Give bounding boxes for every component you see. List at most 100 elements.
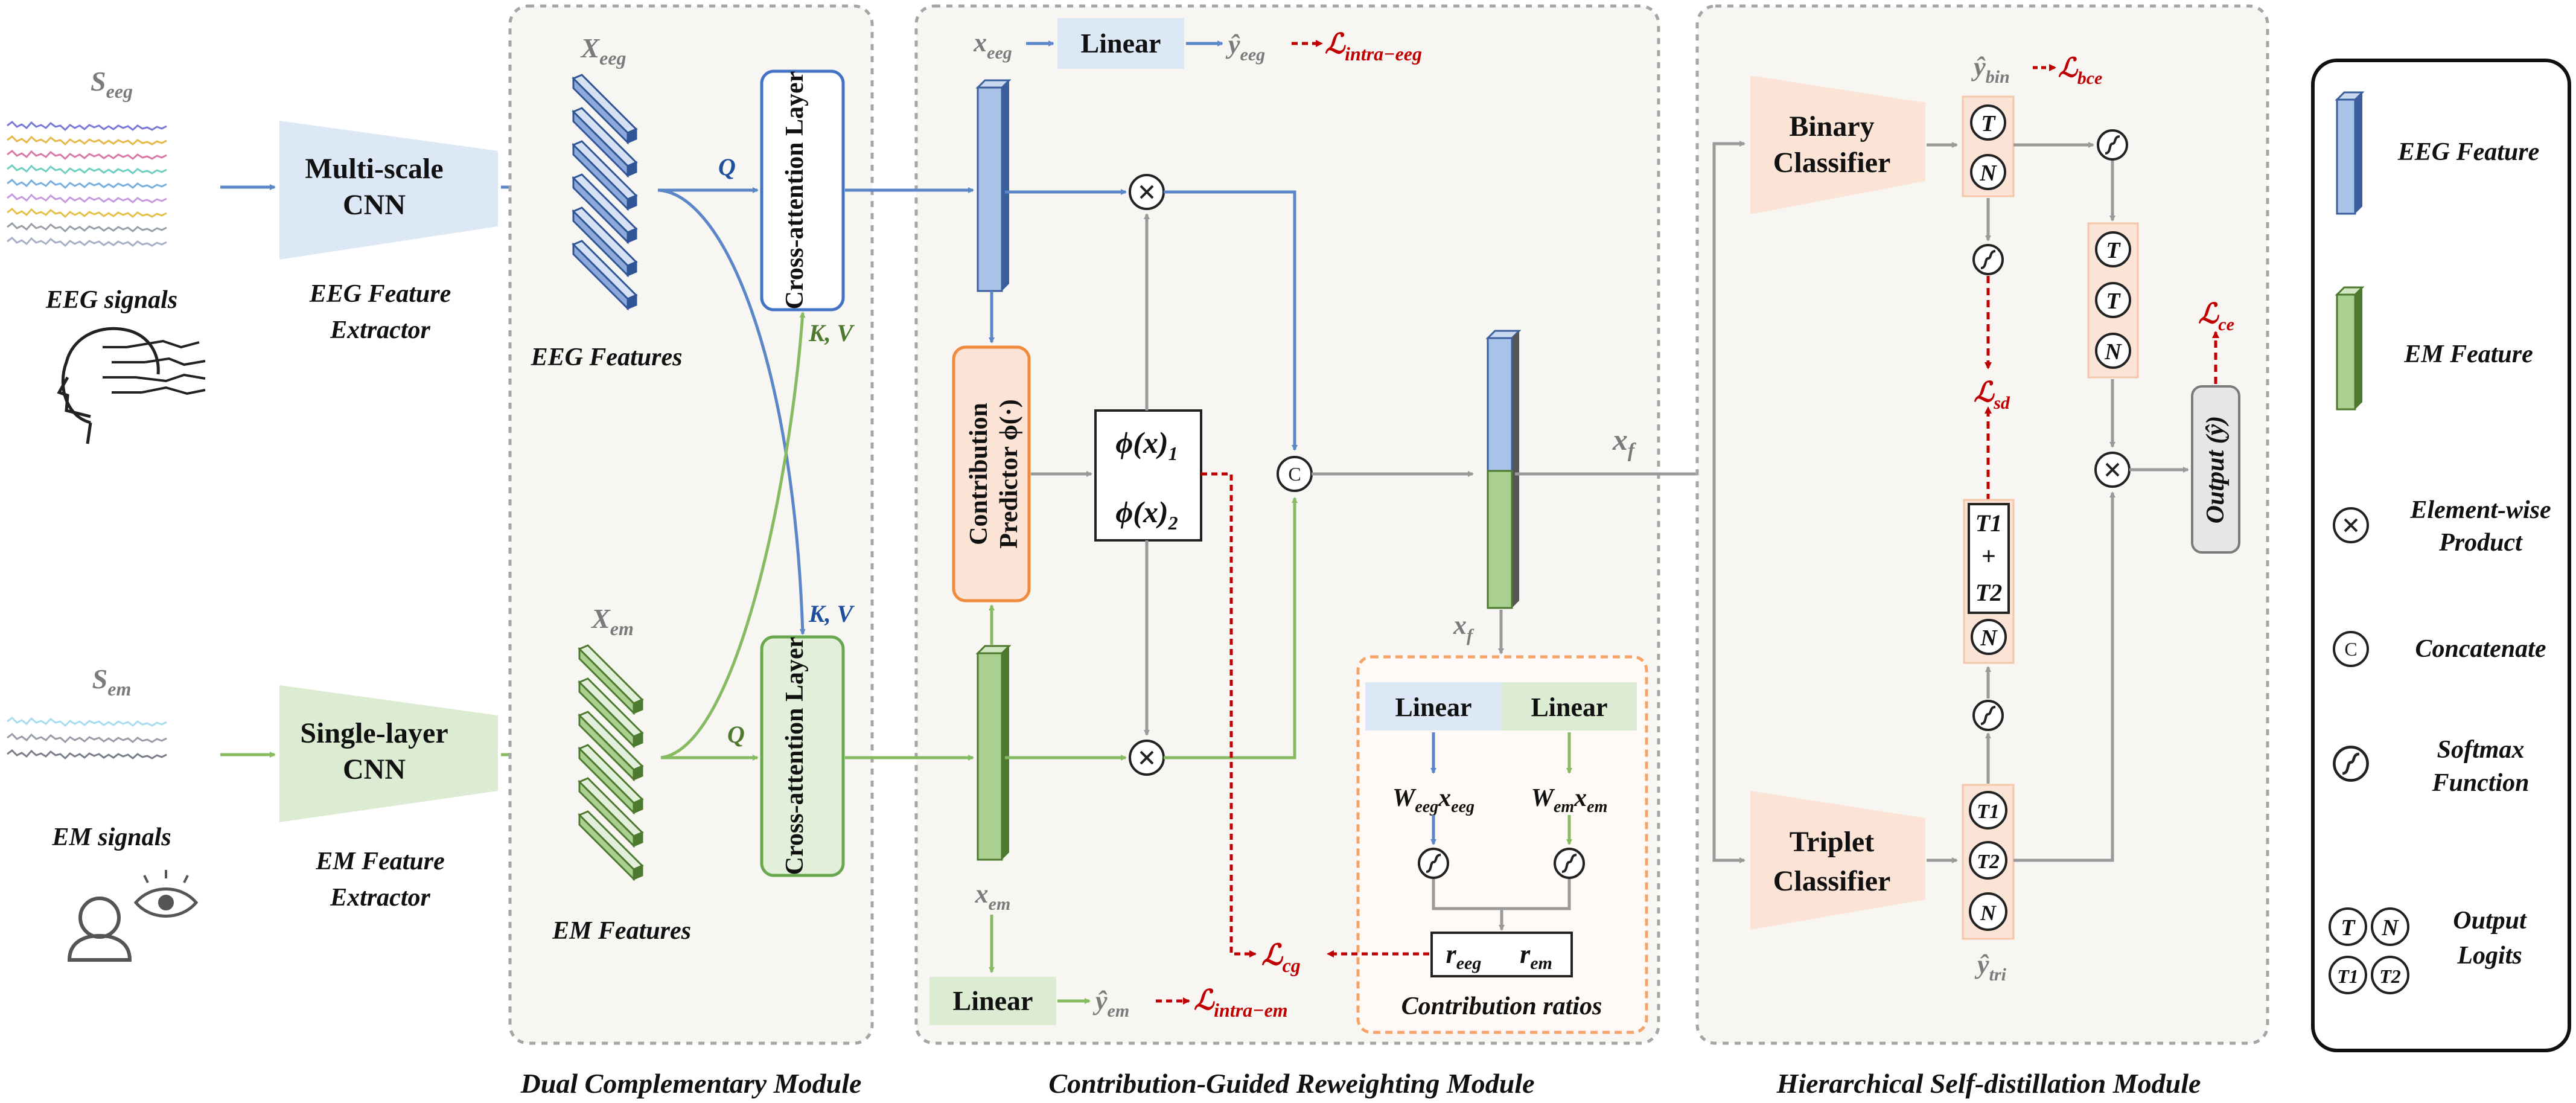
binary-classifier-line2: Classifier [1773, 147, 1891, 179]
legend-logit-t2: T2 [2379, 965, 2401, 987]
binary-classifier: Binary Classifier [1750, 75, 1925, 214]
legend-em-feature-icon [2335, 286, 2365, 411]
em-extractor-caption-2: Extractor [330, 884, 430, 912]
x-em-lower: x [975, 879, 989, 909]
phi2-sub: 2 [1168, 512, 1178, 534]
loss-bce: ℒ [2058, 53, 2079, 83]
eeg-product-to-concat [1164, 190, 1298, 451]
binary-softmax-icon [1972, 244, 2004, 275]
merged-logit-n [1971, 619, 2007, 655]
contribution-guided-reweighting-module: Contribution-Guided Reweighting Module x… [845, 4, 1660, 1099]
w-em: W [1531, 784, 1555, 812]
legend-logit-t: T [2341, 915, 2356, 941]
w-em-sub: em [1554, 798, 1574, 816]
eeg-extractor-caption-2: Extractor [330, 316, 430, 344]
x-eeg-symbol: X [579, 33, 600, 63]
legend-softmax-icon [2334, 747, 2367, 780]
svg-text:ℒbce: ℒbce [2058, 53, 2102, 88]
r-eeg-sub: eeg [1456, 953, 1482, 973]
em-signals-label: EM signals [51, 823, 171, 851]
expanded-logit-n [2095, 333, 2131, 369]
svg-text:Seeg: Seeg [91, 66, 133, 102]
expanded-logit-t2 [2095, 282, 2131, 318]
output-box [2191, 385, 2240, 554]
contribution-ratios-caption: Contribution ratios [1401, 993, 1602, 1020]
triplet-logit-t2-label: T2 [1977, 851, 2000, 873]
triplet-logit-n-label: N [1980, 901, 1997, 925]
eye-person-icon [67, 870, 199, 962]
triplet-logit-t2 [1969, 841, 2007, 880]
merged-logit-n-label: N [1980, 625, 1998, 651]
phi1: ϕ(x) [1115, 426, 1168, 459]
xf-lower-sub: f [1467, 625, 1475, 645]
svg-text:xeeg: xeeg [973, 28, 1012, 63]
output-label: Output (ŷ) [2202, 416, 2230, 524]
em-symbol: S [92, 663, 108, 694]
loss-sd: ℒ [1974, 377, 1995, 408]
legend-em-feature-label: EM Feature [2403, 340, 2533, 368]
merged-t2-label: T2 [1975, 579, 2002, 606]
triplet-classifier: Triplet Classifier [1750, 791, 1925, 930]
binary-logit-t-label: T [1981, 111, 1996, 136]
svg-text:xf: xf [1612, 423, 1637, 462]
em-softmax-icon [1554, 848, 1585, 879]
legend-product-icon [2333, 507, 2369, 543]
em-extractor-line2: CNN [343, 753, 406, 785]
loss-intra-eeg: ℒ [1325, 28, 1346, 59]
legend-concat-label: Concatenate [2415, 635, 2546, 663]
svg-text:ℒintra−em: ℒintra−em [1194, 985, 1288, 1021]
x-em-symbol: X [590, 603, 611, 634]
x-eeg-lower: x [973, 28, 987, 57]
triplet-classifier-line1: Triplet [1790, 826, 1874, 858]
em-cross-attention-label: Cross-attention Layer [781, 637, 809, 875]
eeg-signals-label: EEG signals [45, 286, 177, 314]
svg-text:ϕ(x)2: ϕ(x)2 [1115, 495, 1178, 534]
ratio-eeg-linear-label: Linear [1395, 692, 1471, 722]
expanded-logit-n-label: N [2104, 339, 2122, 365]
em-kv-arrow [660, 312, 806, 759]
binary-logit-n-label: N [1979, 161, 1997, 186]
legend: EEG Feature EM Feature Element-wise Prod… [2311, 59, 2571, 1052]
binary-classifier-line1: Binary [1789, 110, 1874, 142]
xf-to-binary-arrow [1712, 141, 1745, 474]
svg-text:ŷeeg: ŷeeg [1225, 30, 1265, 65]
phi-to-lcg-arrow [1201, 472, 1257, 958]
eeg-feature-extractor: Multi-scale CNN EEG Feature Extractor [279, 121, 498, 344]
eeg-symbol: S [91, 66, 106, 97]
merged-t1-label: T1 [1975, 510, 2002, 537]
cgr-eeg-feature-bar [975, 79, 1012, 292]
triplet-classifier-line2: Classifier [1773, 865, 1891, 897]
triplet-logit-t1 [1969, 791, 2007, 830]
phi-output-box: ϕ(x)1 ϕ(x)2 [1094, 409, 1202, 542]
expanded-logit-t1 [2095, 231, 2131, 267]
phi2: ϕ(x) [1115, 495, 1168, 529]
em-feature-extractor: Single-layer CNN EM Feature Extractor [279, 685, 498, 912]
contribution-predictor: Contribution Predictor ϕ(·) [952, 345, 1031, 603]
eeg-features-label: EEG Features [531, 344, 683, 371]
xf-lower-label: x [1453, 610, 1467, 640]
w-eeg-x: x [1438, 784, 1451, 812]
eeg-input: Seeg EEG signals [6, 66, 206, 444]
output-product-node [2094, 452, 2131, 488]
softmax-merge-arrow [1432, 879, 1571, 930]
binary-logit-n [1970, 154, 2006, 190]
eeg-linear-block [1057, 18, 1184, 69]
cgr-module-title: Contribution-Guided Reweighting Module [1048, 1068, 1534, 1099]
svg-text:Xem: Xem [590, 603, 634, 639]
fused-feature-bar [1485, 330, 1522, 609]
loss-bce-sub: bce [2077, 68, 2103, 88]
svg-text:xf: xf [1453, 610, 1475, 645]
svg-text:ŷtri: ŷtri [1974, 950, 2007, 985]
loss-intra-eeg-sub: intra−eeg [1345, 43, 1422, 65]
r-em-sub: em [1530, 953, 1552, 973]
y-eeg-hat: ŷ [1225, 30, 1240, 59]
svg-text:reeg: reeg [1446, 939, 1482, 973]
w-eeg-x-sub: eeg [1451, 798, 1475, 816]
em-q-label: Q [727, 721, 745, 748]
legend-output-line1: Output [2453, 907, 2527, 935]
r-em: r [1520, 939, 1531, 969]
y-tri-hat-sub: tri [1989, 965, 2007, 985]
predictor-line1: Contribution [965, 403, 993, 545]
triplet-logit-t1-label: T1 [1977, 801, 2000, 823]
